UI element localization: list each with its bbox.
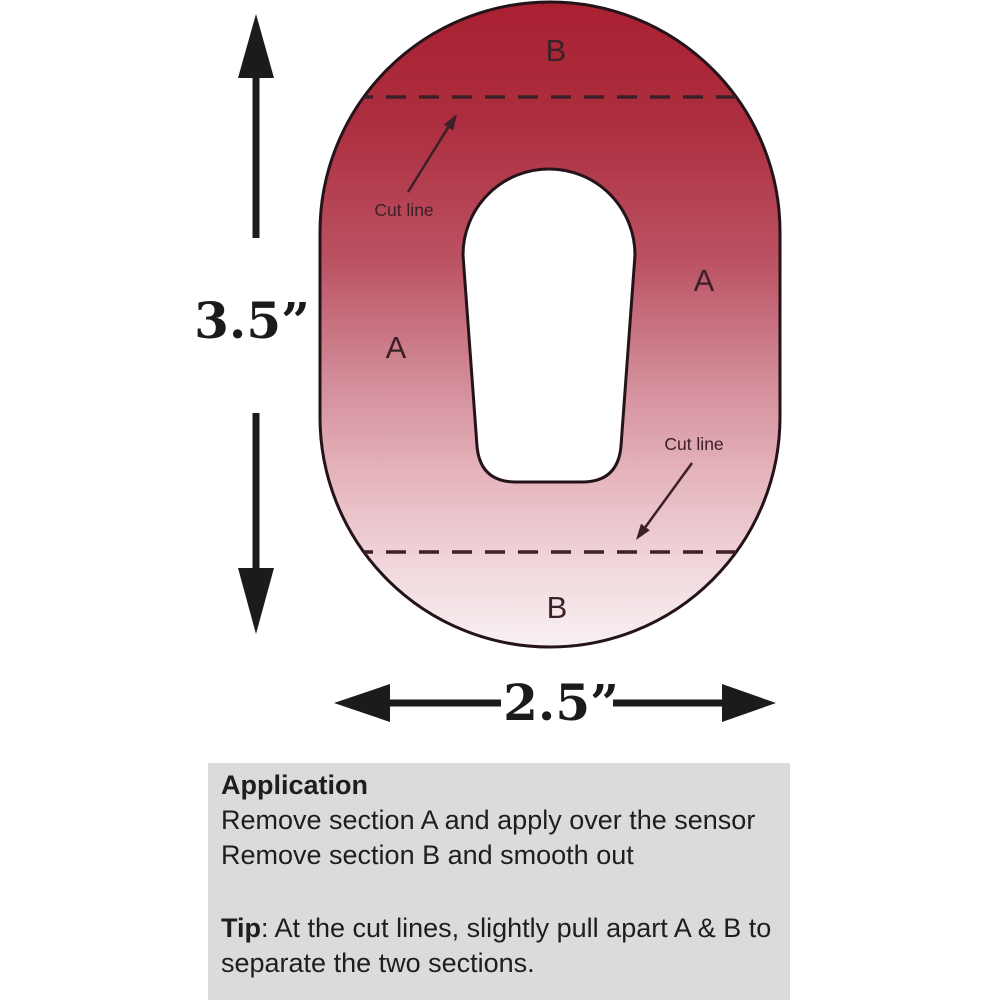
arrow-left-head-icon bbox=[334, 684, 390, 722]
tip-label: Tip bbox=[221, 913, 261, 943]
arrow-right-head-icon bbox=[722, 684, 776, 722]
patch-diagram: B A A B Cut line Cut line 3.5” 2.5” bbox=[194, 0, 782, 732]
cut-line-top-arrow bbox=[406, 125, 451, 193]
cut-line-label-top: Cut line bbox=[374, 200, 433, 220]
arrow-down-head-icon bbox=[238, 568, 274, 634]
width-dimension-label: 2.5” bbox=[503, 673, 619, 732]
section-label-b-top: B bbox=[546, 33, 567, 68]
tip-paragraph: Tip: At the cut lines, slightly pull apa… bbox=[221, 911, 776, 981]
section-label-a-left: A bbox=[386, 330, 407, 365]
section-label-b-bottom: B bbox=[547, 590, 568, 625]
patch-shape bbox=[318, 0, 782, 649]
instruction-line-2: Remove section B and smooth out bbox=[221, 840, 634, 870]
instruction-line-1: Remove section A and apply over the sens… bbox=[221, 805, 756, 835]
instructions-heading: Application bbox=[221, 770, 368, 800]
tip-text: : At the cut lines, slightly pull apart … bbox=[221, 913, 772, 978]
height-arrow-bottom-line bbox=[252, 413, 260, 569]
cut-line-bottom-arrowhead-icon bbox=[636, 523, 650, 540]
instructions-panel: Application Remove section A and apply o… bbox=[208, 763, 790, 1000]
width-dimension-arrow bbox=[334, 684, 776, 722]
height-dimension-arrow bbox=[238, 14, 274, 634]
section-label-a-right: A bbox=[694, 263, 715, 298]
cut-line-top-arrowhead-icon bbox=[443, 114, 457, 131]
height-arrow-top-line bbox=[252, 76, 260, 238]
width-arrow-right-line bbox=[613, 699, 724, 707]
height-dimension-label: 3.5” bbox=[194, 291, 310, 350]
cut-line-label-bottom: Cut line bbox=[664, 434, 723, 454]
width-arrow-left-line bbox=[388, 699, 501, 707]
arrow-up-head-icon bbox=[238, 14, 274, 78]
cut-line-bottom-arrow bbox=[642, 462, 694, 530]
